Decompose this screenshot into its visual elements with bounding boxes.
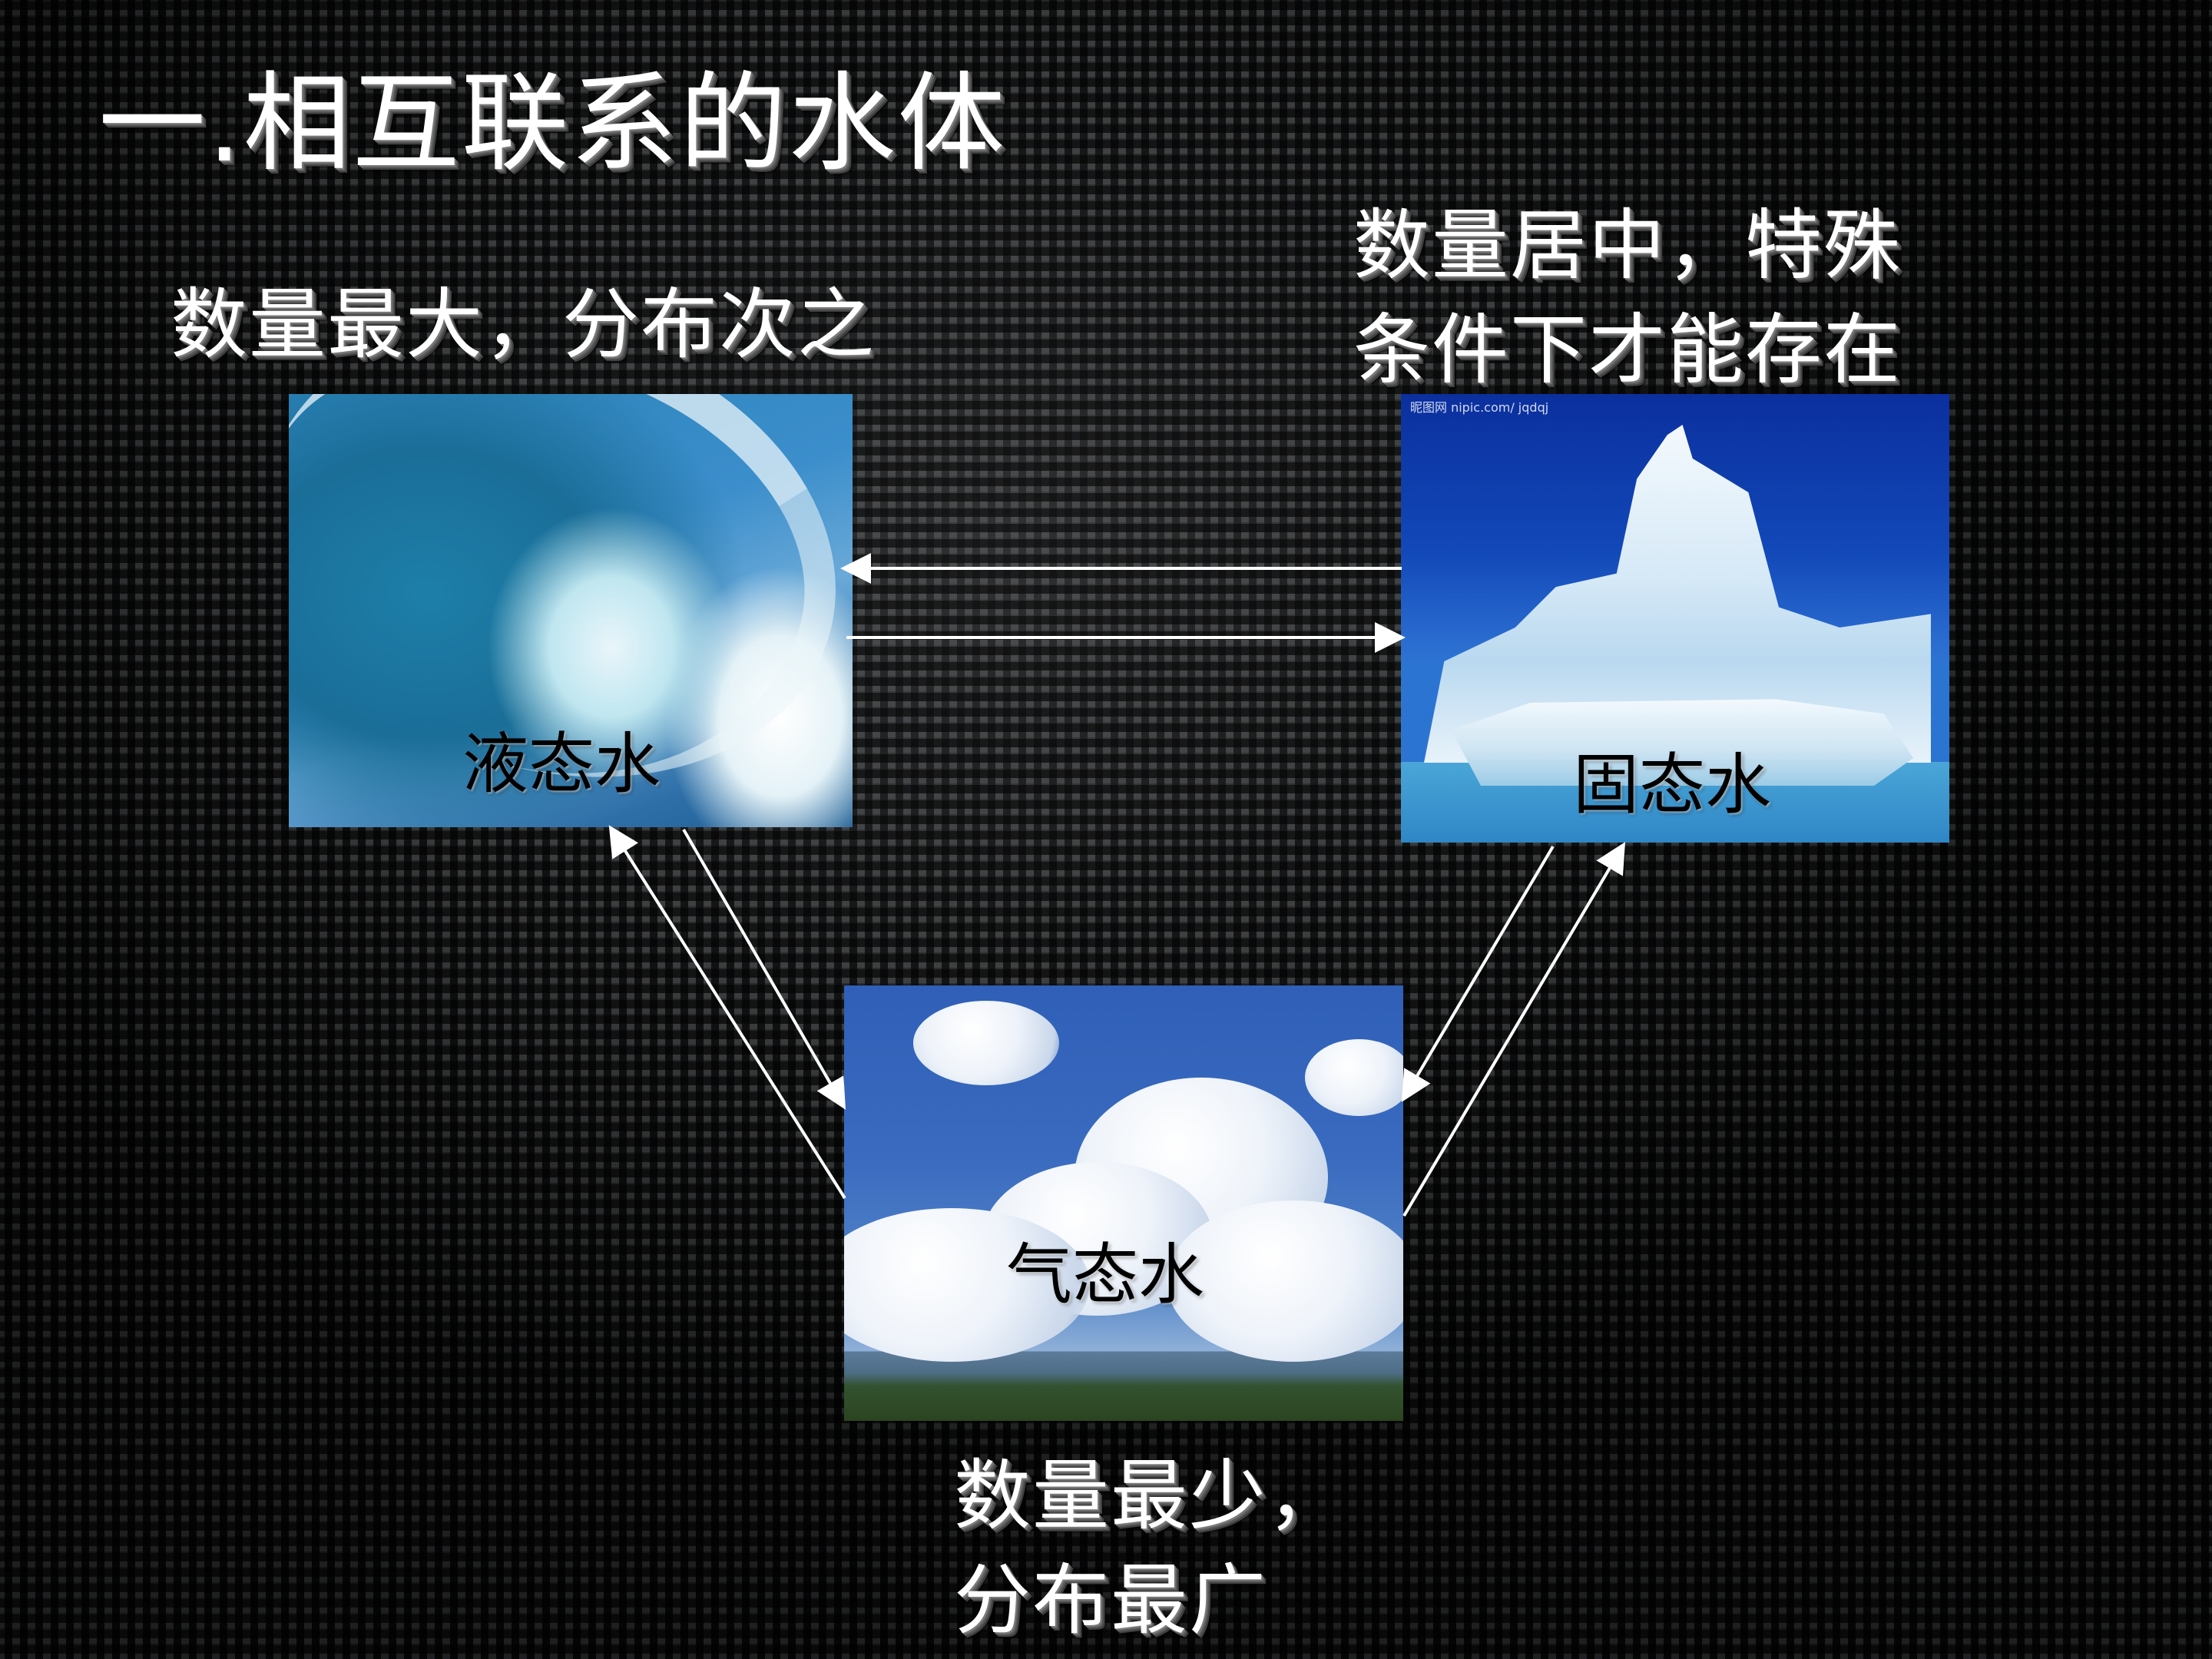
gas-water-label: 气态水	[1006, 1237, 1204, 1313]
arrow-solid-to-gas	[1401, 845, 1555, 1102]
image-watermark: 昵图网 nipic.com/ jqdqj	[1410, 400, 1549, 415]
ocean-wave-image	[289, 394, 853, 827]
cloud-shape	[1167, 1200, 1403, 1362]
cloud-shape	[844, 1208, 1090, 1362]
gas-water-caption-line-2: 分布最广	[954, 1555, 1267, 1645]
gas-water-caption: 数量最少， 分布最广	[954, 1444, 1346, 1653]
liquid-water-caption: 数量最大，分布次之	[171, 280, 876, 369]
solid-water-caption: 数量居中，特殊 条件下才能存在	[1353, 194, 1902, 402]
solid-water-label: 固态水	[1573, 747, 1771, 823]
cloud-shape	[1305, 1039, 1403, 1116]
arrow-gas-to-liquid	[608, 825, 846, 1200]
arrow-liquid-to-gas	[682, 828, 846, 1110]
cloud-shape	[913, 1001, 1059, 1085]
ice-floe-shape	[1451, 699, 1914, 786]
page-title: 一.相互联系的水体	[98, 61, 1007, 187]
arrow-gas-to-solid	[1402, 842, 1626, 1217]
liquid-water-label: 液态水	[462, 726, 661, 803]
gas-water-caption-line-1: 数量最少，	[954, 1451, 1346, 1541]
iceberg-image: 昵图网 nipic.com/ jqdqj	[1401, 394, 1949, 843]
solid-water-caption-line-1: 数量居中，特殊	[1353, 200, 1902, 290]
clouds-image	[844, 985, 1403, 1421]
solid-water-caption-line-2: 条件下才能存在	[1353, 305, 1902, 395]
